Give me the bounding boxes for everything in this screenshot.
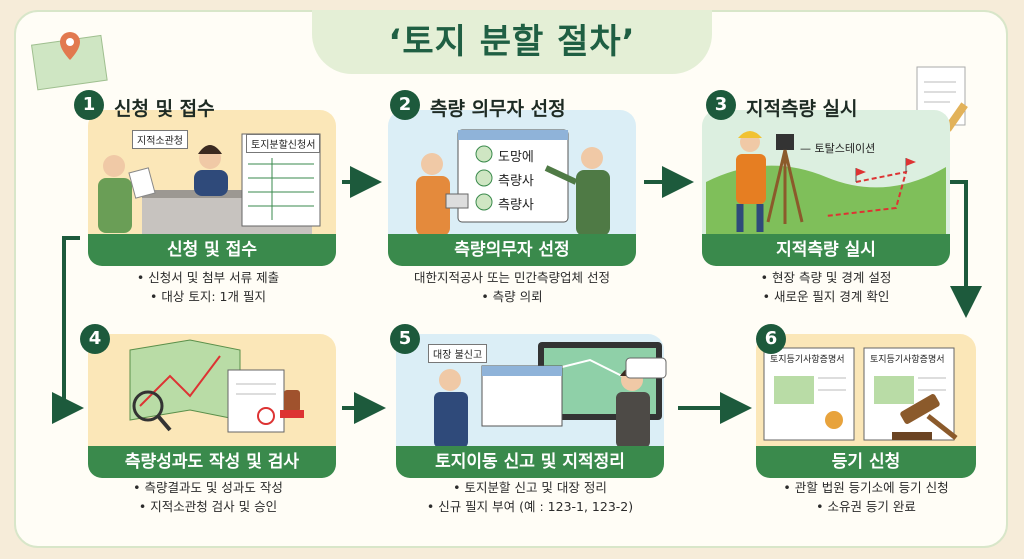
step1-bullets: • 신청서 및 첨부 서류 제출 • 대상 토지: 1개 필지 <box>73 268 343 306</box>
step2-bullet-2: • 측량 의뢰 <box>481 289 543 304</box>
step6-certificate-label-b: 토지등기사항증명서 <box>870 355 945 365</box>
step3-survey-illustration <box>706 131 946 237</box>
step5-bullet-2: • 신규 필지 부여 (예 : 123-1, 123-2) <box>426 499 634 514</box>
step2-option-2: 측량사 <box>498 174 534 189</box>
step4-bullets: • 측량결과도 및 성과도 작성 • 지적소관청 검사 및 승인 <box>73 478 343 516</box>
map-pin-decoration-icon <box>31 32 108 91</box>
step1-office-label: 지적소관청 <box>132 130 188 149</box>
step5-bullets: • 토지분할 신고 및 대장 정리 • 신규 필지 부여 (예 : 123-1,… <box>395 478 665 516</box>
step3-heading: 지적측량 실시 <box>746 98 858 120</box>
step5-number-badge: 5 <box>390 324 420 354</box>
step2-option-3: 측량사 <box>498 198 534 213</box>
step3-station-label: — 토탈스테이션 <box>800 142 876 155</box>
step1-bullet-2: • 대상 토지: 1개 필지 <box>150 289 266 304</box>
step5-registry-illustration <box>434 342 667 448</box>
step2-option-1: 도망에 <box>498 150 534 165</box>
step6-bullet-2: • 소유권 등기 완료 <box>816 499 916 514</box>
step4-bullet-1: • 측량결과도 및 성과도 작성 <box>133 480 283 495</box>
step5-bullet-1: • 토지분할 신고 및 대장 정리 <box>453 480 607 495</box>
arrow-3-to-6 <box>950 180 982 318</box>
step4-bullet-2: • 지적소관청 검사 및 승인 <box>138 499 278 514</box>
page-title: ‘토지 분할 절차’ <box>388 22 636 62</box>
step1-band: 신청 및 접수 <box>88 234 336 266</box>
step4-number-badge: 4 <box>80 324 110 354</box>
step1-heading: 신청 및 접수 <box>114 98 215 120</box>
step1-form-label: 토지분할신청서 <box>246 134 321 153</box>
step2-selection-illustration <box>416 129 610 236</box>
step5-report-label: 대장 불신고 <box>428 344 488 363</box>
step6-certificate-label-a: 토지등기사항증명서 <box>770 355 845 365</box>
step5-band: 토지이동 신고 및 지적정리 <box>396 446 664 478</box>
title-tab <box>312 10 712 74</box>
step2-bullet-1: 대한지적공사 또는 민간측량업체 선정 <box>414 270 610 285</box>
step6-bullet-1: • 관할 법원 등기소에 등기 신청 <box>783 480 949 495</box>
step6-certificate-illustration <box>763 347 958 441</box>
step6-bullets: • 관할 법원 등기소에 등기 신청 • 소유권 등기 완료 <box>731 478 1001 516</box>
step1-bullet-1: • 신청서 및 첨부 서류 제출 <box>136 270 280 285</box>
step6-number-badge: 6 <box>756 324 786 354</box>
arrow-1-to-4 <box>52 236 84 424</box>
step4-map-document-illustration <box>129 339 304 433</box>
step3-bullets: • 현장 측량 및 경계 설정 • 새로운 필지 경계 확인 <box>691 268 961 306</box>
step2-bullets: 대한지적공사 또는 민간측량업체 선정 • 측량 의뢰 <box>377 268 647 306</box>
step2-heading: 측량 의무자 선정 <box>430 98 566 120</box>
step3-bullet-2: • 새로운 필지 경계 확인 <box>762 289 890 304</box>
step4-band: 측량성과도 작성 및 검사 <box>88 446 336 478</box>
step3-band: 지적측량 실시 <box>702 234 950 266</box>
step2-number-badge: 2 <box>390 90 420 120</box>
step1-number-badge: 1 <box>74 90 104 120</box>
step2-band: 측량의무자 선정 <box>388 234 636 266</box>
step3-bullet-1: • 현장 측량 및 경계 설정 <box>760 270 892 285</box>
step3-number-badge: 3 <box>706 90 736 120</box>
step6-band: 등기 신청 <box>756 446 976 478</box>
